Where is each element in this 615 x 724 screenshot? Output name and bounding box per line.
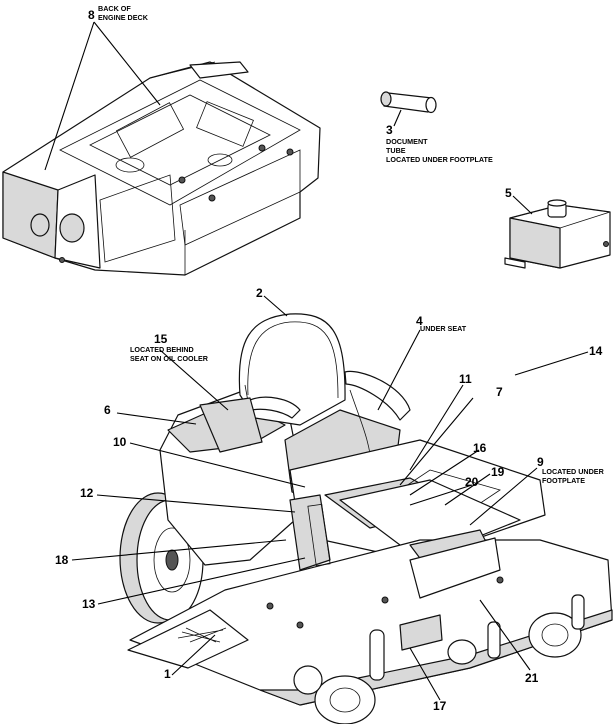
callout-1: 1 [164,667,171,681]
callout-number: 1 [164,667,171,681]
callout-number: 12 [80,486,94,500]
callout-number: 16 [473,441,487,455]
callout-number: 14 [589,344,603,358]
callout-15: 15 LOCATED BEHIND SEAT ON OIL COOLER [130,332,209,363]
reservoir-illustration [504,199,611,269]
callout-number: 18 [55,553,69,567]
callout-12: 12 [80,486,94,500]
callout-note-line: LOCATED BEHIND [130,345,194,354]
callout-17: 17 [433,699,447,713]
callout-number: 15 [154,332,168,346]
callout-note-line: UNDER SEAT [420,324,467,333]
callout-3: 3 DOCUMENT TUBE LOCATED UNDER FOOTPLATE [386,123,493,164]
callout-number: 13 [82,597,96,611]
callout-note-line: TUBE [386,146,406,155]
callout-13: 13 [82,597,96,611]
callout-10: 10 [113,435,127,449]
callout-14: 14 [589,344,603,358]
callout-note-line: BACK OF [98,4,131,13]
callout-number: 20 [465,475,479,489]
callout-note-line: ENGINE DECK [98,13,149,22]
callout-8: 8 BACK OF ENGINE DECK [88,4,149,22]
callout-6: 6 [104,403,111,417]
document-tube-illustration [380,91,437,114]
engine-deck-illustration [2,61,321,276]
callout-number: 17 [433,699,447,713]
callout-number: 2 [256,286,263,300]
leader-lines [44,21,589,701]
callout-4: 4 UNDER SEAT [416,314,467,333]
callout-note-line: DOCUMENT [386,137,428,146]
callout-number: 11 [459,372,472,386]
callout-21: 21 [525,671,539,685]
callout-number: 3 [386,123,393,137]
callout-number: 19 [491,465,505,479]
callout-9: 9 LOCATED UNDER FOOTPLATE [537,455,605,485]
callout-19: 19 [491,465,505,479]
callout-number: 10 [113,435,127,449]
callout-11: 11 [459,372,472,386]
mower-illustration [119,313,613,724]
callout-note-line: LOCATED UNDER [542,467,605,476]
callout-note-line: LOCATED UNDER FOOTPLATE [386,155,493,164]
callout-number: 7 [496,385,503,399]
callout-number: 4 [416,314,423,328]
callout-16: 16 [473,441,487,455]
callout-7: 7 [496,385,503,399]
callout-number: 8 [88,8,95,22]
callout-number: 21 [525,671,539,685]
callout-number: 6 [104,403,111,417]
callout-2: 2 [256,286,263,300]
callout-20: 20 [465,475,479,489]
callout-note-line: SEAT ON OIL COOLER [130,354,209,363]
callout-note-line: FOOTPLATE [542,476,585,485]
callout-number: 5 [505,186,512,200]
callout-5: 5 [505,186,512,200]
callout-18: 18 [55,553,69,567]
callout-number: 9 [537,455,544,469]
